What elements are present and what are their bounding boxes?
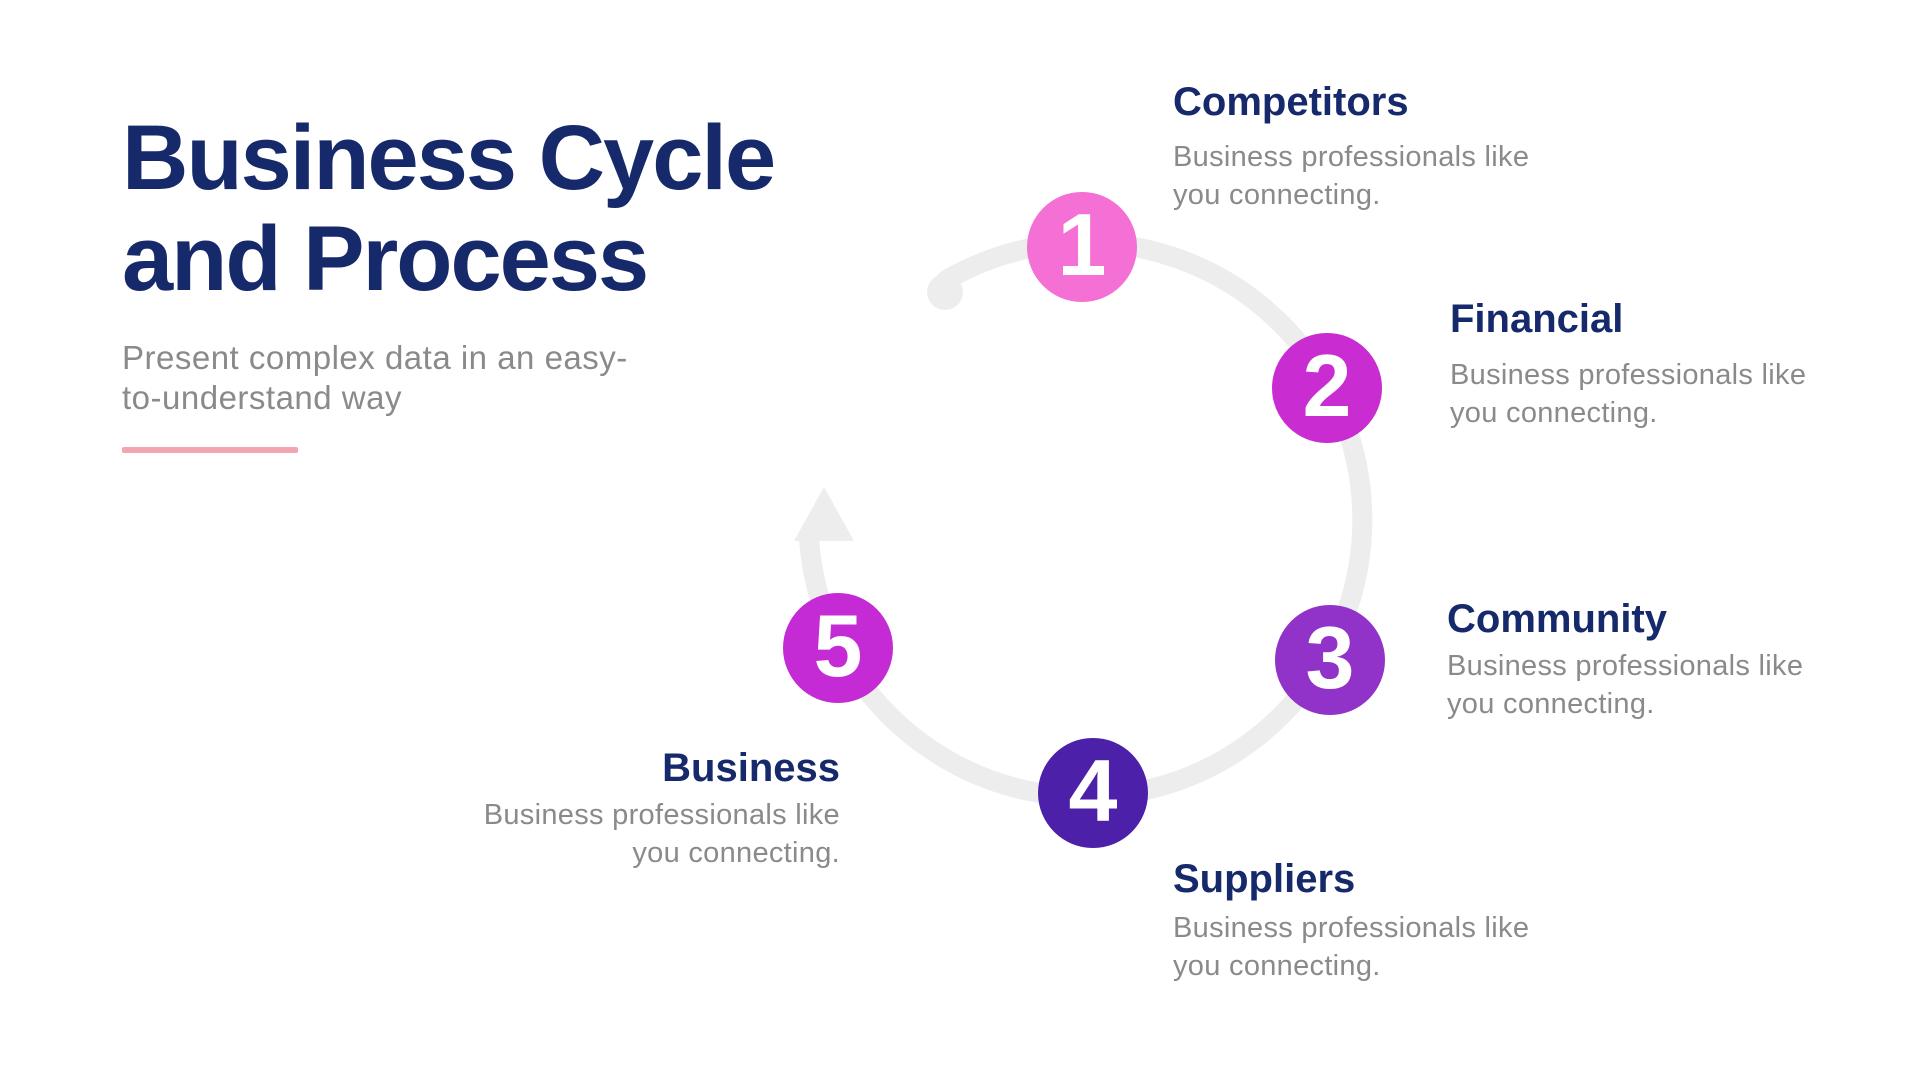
step-5-title: Business	[662, 746, 840, 790]
step-3-description: Business professionals like you connecti…	[1447, 647, 1803, 723]
step-2-number: 2	[1302, 336, 1352, 435]
page-title-line1: Business Cycle	[122, 107, 776, 209]
step-3-number: 3	[1305, 608, 1355, 707]
step-3-description-line2: you connecting.	[1447, 688, 1655, 720]
step-1-number: 1	[1057, 195, 1107, 294]
ring-arc	[799, 232, 1373, 807]
page-subtitle-line1: Present complex data in an easy-	[122, 339, 628, 376]
step-4-description-line1: Business professionals like	[1173, 912, 1530, 944]
page-subtitle-line2: to-understand way	[122, 379, 402, 416]
step-4-number: 4	[1068, 741, 1118, 840]
step-5-description: Business professionals like you connecti…	[484, 796, 840, 872]
step-1-description-line2: you connecting.	[1173, 179, 1381, 211]
step-3-circle: 3	[1275, 605, 1385, 715]
page-title-line2: and Process	[122, 208, 649, 310]
step-4-description-line2: you connecting.	[1173, 950, 1381, 982]
ring-arrowhead-icon	[794, 487, 854, 541]
step-1-circle: 1	[1027, 192, 1137, 302]
page-subtitle: Present complex data in an easy- to-unde…	[122, 338, 628, 418]
step-5-number: 5	[813, 596, 863, 695]
step-1-description: Business professionals like you connecti…	[1173, 138, 1529, 214]
step-2-description-line1: Business professionals like	[1450, 359, 1807, 391]
step-4-title: Suppliers	[1173, 857, 1356, 901]
step-5-description-line2: you connecting.	[632, 837, 840, 869]
step-2-circle: 2	[1272, 333, 1382, 443]
step-2-description: Business professionals like you connecti…	[1450, 356, 1806, 432]
step-4-description: Business professionals like you connecti…	[1173, 909, 1529, 985]
step-1-title: Competitors	[1173, 80, 1409, 124]
step-5-circle: 5	[783, 593, 893, 703]
step-3-title: Community	[1447, 597, 1667, 641]
step-2-title: Financial	[1450, 297, 1624, 341]
step-3-description-line1: Business professionals like	[1447, 650, 1804, 682]
step-4-circle: 4	[1038, 738, 1148, 848]
step-2-description-line2: you connecting.	[1450, 397, 1658, 429]
accent-underline	[122, 447, 298, 453]
step-5-description-line1: Business professionals like	[483, 799, 840, 831]
step-1-description-line1: Business professionals like	[1173, 141, 1530, 173]
ring-start-dot	[927, 274, 963, 310]
page-title: Business Cycle and Process	[122, 107, 776, 310]
